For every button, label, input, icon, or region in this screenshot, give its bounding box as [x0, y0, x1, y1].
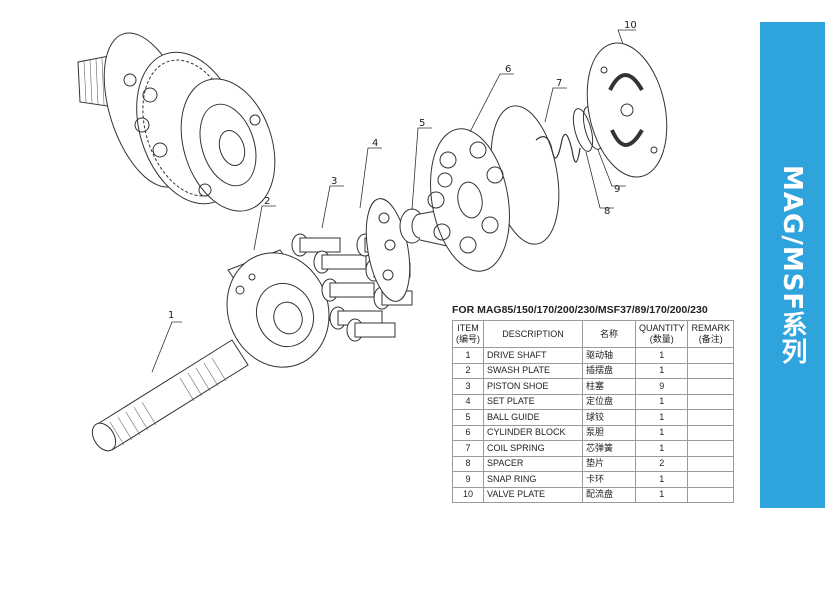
cell-name-cn: 泵胆	[582, 424, 636, 441]
cell-description: VALVE PLATE	[483, 486, 583, 503]
cell-item: 9	[452, 471, 484, 488]
cell-item: 1	[452, 347, 484, 364]
header-item: ITEM(编号)	[452, 320, 484, 348]
series-title: MAG/MSF系列	[777, 164, 807, 366]
cell-item: 7	[452, 440, 484, 457]
cell-description: SPACER	[483, 455, 583, 472]
cell-name-cn: 插摆盘	[582, 362, 636, 379]
cell-name-cn: 垫片	[582, 455, 636, 472]
callout-5: 5	[419, 118, 425, 129]
callout-3: 3	[331, 176, 337, 187]
cell-remark	[687, 362, 734, 379]
cell-remark	[687, 471, 734, 488]
swash-plate-drawing	[226, 249, 331, 368]
cell-remark	[687, 424, 734, 441]
table-header-row: ITEM(编号) DESCRIPTION 名称 QUANTITY(数量) REM…	[452, 320, 734, 348]
header-description: DESCRIPTION	[483, 320, 583, 348]
cell-name-cn: 球铰	[582, 409, 636, 426]
cell-name-cn: 配流盘	[582, 486, 636, 503]
cell-item: 3	[452, 378, 484, 395]
cell-name-cn: 芯弹簧	[582, 440, 636, 457]
cell-remark	[687, 347, 734, 364]
cell-remark	[687, 409, 734, 426]
cell-item: 4	[452, 393, 484, 410]
cell-item: 2	[452, 362, 484, 379]
cell-remark	[687, 393, 734, 410]
coil-spring-drawing	[535, 133, 581, 163]
cell-item: 6	[452, 424, 484, 441]
valve-plate-drawing	[586, 42, 668, 178]
cell-description: SWASH PLATE	[483, 362, 583, 379]
cell-quantity: 1	[634, 347, 689, 364]
callout-7: 7	[556, 78, 562, 89]
cell-remark	[687, 486, 734, 503]
callout-2: 2	[264, 196, 270, 207]
cell-quantity: 2	[634, 455, 689, 472]
cell-description: SNAP RING	[483, 471, 583, 488]
callout-9: 9	[614, 184, 620, 195]
cell-name-cn: 定位盘	[582, 393, 636, 410]
set-plate-drawing	[365, 198, 411, 302]
cell-item: 10	[452, 486, 484, 503]
assembled-pump-drawing	[77, 32, 276, 212]
cell-remark	[687, 440, 734, 457]
callout-1: 1	[168, 310, 174, 321]
table-title: FOR MAG85/150/170/200/230/MSF37/89/170/2…	[452, 304, 708, 316]
cell-quantity: 1	[634, 393, 689, 410]
exploded-view-diagram: 1 2 3 4 5 6 7 8 9 10	[77, 20, 668, 452]
cylinder-block-drawing	[427, 105, 560, 272]
header-remark: REMARK(备注)	[687, 320, 734, 348]
cell-item: 8	[452, 455, 484, 472]
callout-10: 10	[624, 20, 637, 31]
callout-6: 6	[505, 64, 511, 75]
parts-table: ITEM(编号) DESCRIPTION 名称 QUANTITY(数量) REM…	[452, 320, 734, 503]
cell-quantity: 1	[634, 440, 689, 457]
header-quantity: QUANTITY(数量)	[634, 320, 689, 348]
callout-8: 8	[604, 206, 610, 217]
cell-description: SET PLATE	[483, 393, 583, 410]
cell-quantity: 1	[634, 486, 689, 503]
cell-description: CYLINDER BLOCK	[483, 424, 583, 441]
cell-quantity: 9	[634, 378, 689, 395]
cell-quantity: 1	[634, 471, 689, 488]
series-side-band: MAG/MSF系列	[760, 22, 825, 508]
callout-leader-lines	[151, 29, 636, 373]
drive-shaft-drawing	[91, 339, 249, 452]
cell-item: 5	[452, 409, 484, 426]
callout-4: 4	[372, 138, 378, 149]
header-name-cn: 名称	[582, 320, 636, 348]
cell-description: DRIVE SHAFT	[483, 347, 583, 364]
cell-description: COIL SPRING	[483, 440, 583, 457]
cell-name-cn: 柱塞	[582, 378, 636, 395]
cell-name-cn: 卡环	[582, 471, 636, 488]
cell-description: PISTON SHOE	[483, 378, 583, 395]
cell-description: BALL GUIDE	[483, 409, 583, 426]
cell-remark	[687, 378, 734, 395]
cell-quantity: 1	[634, 424, 689, 441]
cell-remark	[687, 455, 734, 472]
cell-quantity: 1	[634, 409, 689, 426]
cell-quantity: 1	[634, 362, 689, 379]
cell-name-cn: 驱动轴	[582, 347, 636, 364]
